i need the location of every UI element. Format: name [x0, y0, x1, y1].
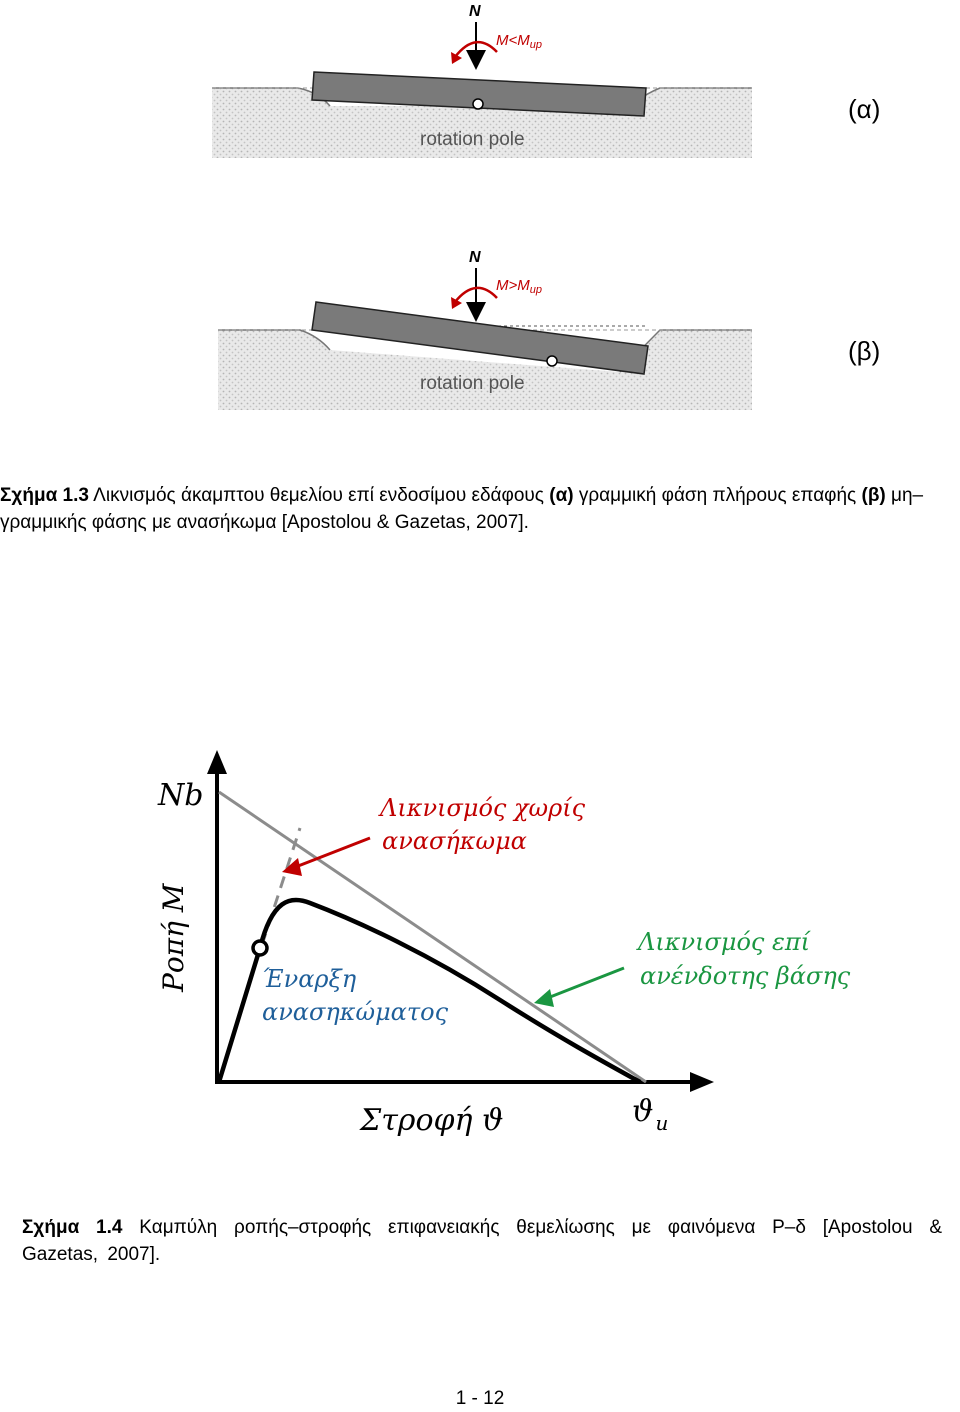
panel-b-label: (β)	[848, 336, 881, 366]
red-annotation-line2: ανασήκωμα	[382, 827, 527, 855]
caption-text: μη–γραμμικής φάσης με ανασήκωμα [Apostol…	[0, 485, 924, 533]
moment-arc	[454, 286, 498, 303]
rotation-pole-label: rotation pole	[420, 373, 525, 394]
figure-1-3-caption: Σχήμα 1.3 Λικνισμός άκαμπτου θεμελίου επ…	[0, 482, 960, 536]
green-annotation-line2: ανένδοτης βάσης	[640, 962, 851, 990]
caption-figure-number: Σχήμα 1.4	[22, 1217, 123, 1238]
y-top-label: Nb	[157, 778, 203, 813]
x-axis-label: Στροφή ϑ	[359, 1103, 503, 1138]
caption-marker-a: (α)	[549, 485, 574, 506]
red-arrowhead	[282, 858, 302, 876]
caption-text: Λικνισμός άκαμπτου θεμελίου επί ενδοσίμο…	[88, 485, 550, 506]
y-axis-arrowhead	[207, 750, 227, 774]
rigid-base-line	[218, 790, 647, 1084]
soil-body	[218, 330, 752, 410]
x-axis-arrowhead	[690, 1072, 714, 1092]
caption-text: Καμπύλη ροπής–στροφής επιφανειακής θεμελ…	[22, 1217, 942, 1265]
panel-a-diagram: rotation pole N M<Mup	[212, 3, 752, 158]
green-arrowhead	[534, 989, 554, 1007]
blue-annotation-line2: ανασηκώματος	[262, 998, 449, 1026]
moment-arc	[454, 41, 498, 58]
red-arrow-shaft	[292, 836, 371, 870]
blue-annotation-line1: Έναρξη	[262, 965, 357, 993]
force-n-label: N	[469, 3, 481, 20]
caption-text: γραμμική φάση πλήρους επαφής	[573, 485, 862, 506]
soil-surface-left	[218, 329, 331, 351]
rotation-pole-label: rotation pole	[420, 129, 525, 150]
moment-rotation-curve	[216, 897, 642, 1084]
force-n-label: N	[469, 249, 481, 266]
red-annotation-line1: Λικνισμός χωρίς	[378, 794, 586, 822]
soil-body	[212, 88, 752, 158]
moment-label: M>Mup	[496, 277, 542, 296]
rotation-pole-marker	[472, 98, 484, 110]
green-arrow-shaft	[544, 966, 625, 1001]
moment-label: M<Mup	[496, 32, 542, 51]
uplift-onset-marker	[251, 939, 269, 957]
figure-1-4-caption: Σχήμα 1.4 Καμπύλη ροπής–στροφής επιφανει…	[22, 1214, 942, 1268]
page-number: 1 - 12	[455, 1388, 505, 1409]
moment-arrowhead	[451, 52, 462, 64]
green-annotation-line1: Λικνισμός επί	[636, 928, 812, 956]
y-axis-label: Ροπή M	[157, 882, 190, 993]
caption-figure-number: Σχήμα 1.3	[0, 485, 89, 506]
rotation-pole-marker	[546, 355, 558, 367]
moment-arrowhead	[451, 297, 462, 309]
caption-marker-b: (β)	[861, 485, 886, 506]
panel-b-diagram: rotation pole N M>Mup	[218, 249, 752, 410]
footing-block	[311, 71, 647, 117]
footing-block	[311, 301, 649, 375]
panel-a-label: (α)	[848, 94, 881, 124]
